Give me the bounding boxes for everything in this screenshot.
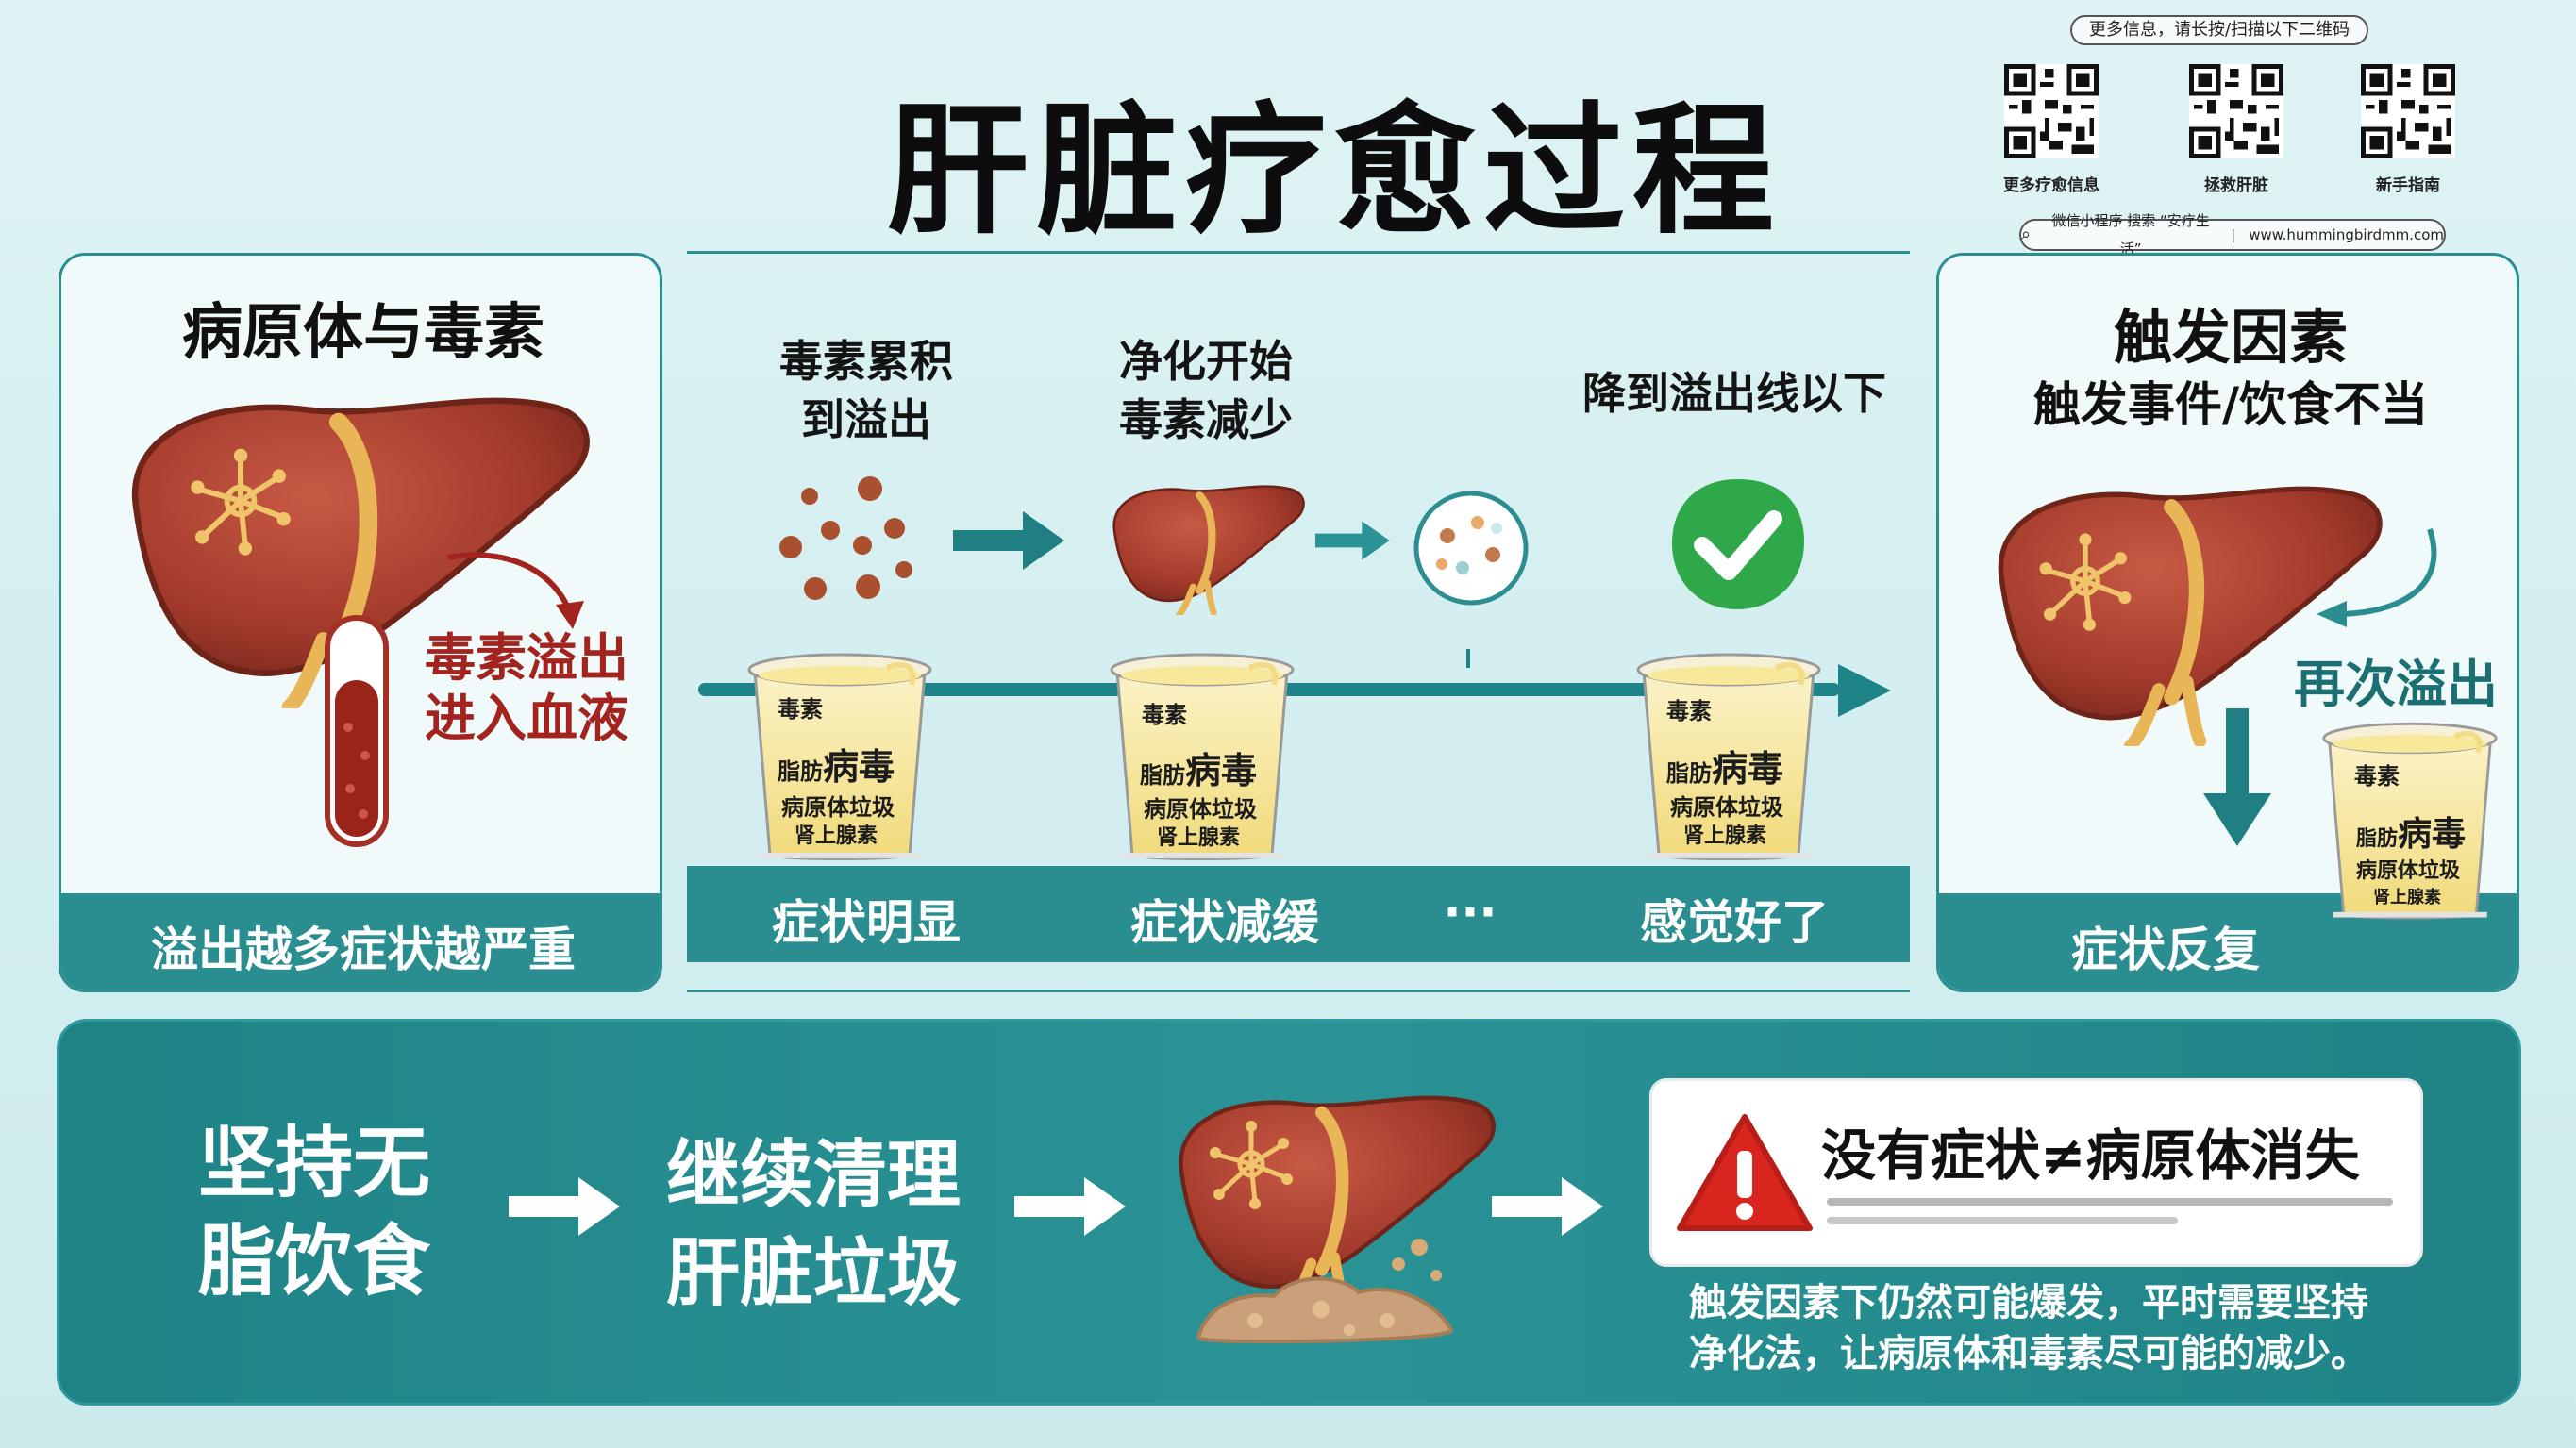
process-panel: 毒素累积 到溢出 净化开始 毒素减少 降到溢出线以下 毒素 脂肪病毒 [687, 251, 1910, 992]
liver-icon [1102, 474, 1310, 615]
footer-text: 感觉好了 [1640, 895, 1829, 950]
page-title: 肝脏疗愈过程 [887, 90, 1782, 254]
banner-note: 触发因素下仍然可能爆发，平时需要坚持 净化法，让病原体和毒素尽可能的减少。 [1689, 1281, 2368, 1375]
step-title: 降到溢出线以下 [1582, 368, 1886, 419]
toxin-cup: 毒素 脂肪病毒 病原体垃圾 肾上腺素 [1108, 647, 1296, 864]
qr-code-icon[interactable] [2004, 64, 2099, 158]
footer-text: 溢出越多症状越严重 [151, 923, 576, 977]
search-icon: ⌕ [2021, 225, 2032, 244]
blood-test-tube-icon [325, 615, 389, 847]
step-no-fat-diet: 坚持无 脂饮食 [198, 1119, 431, 1307]
step-clean-liver: 继续清理 肝脏垃圾 [666, 1133, 962, 1316]
warning-title: 没有症状≠病原体消失 [1821, 1123, 2360, 1188]
check-icon [1672, 479, 1804, 609]
arrow-head-icon [1838, 664, 1891, 717]
panel-subtitle: 触发事件/饮食不当 [2032, 377, 2429, 432]
website-url: www.hummingbirdmm.com [2249, 226, 2444, 243]
arrow-down-icon [2203, 708, 2271, 846]
pathogen-panel: 病原体与毒素 毒素溢出 进入血液 溢出越多症状越严重 [59, 253, 662, 992]
overflow-again-label: 再次溢出 [2294, 655, 2498, 714]
arrow-right-icon [504, 1173, 627, 1240]
warning-icon [1677, 1114, 1813, 1231]
toxin-cup: 毒素 脂肪病毒 病原体垃圾 肾上腺素 [2320, 716, 2500, 924]
qr-label: 新手指南 [2376, 176, 2440, 195]
toxin-particles-icon [779, 476, 912, 600]
bottom-rule [687, 990, 1910, 992]
toxin-cup: 毒素 脂肪病毒 病原体垃圾 肾上腺素 [745, 647, 934, 864]
curved-arrow-icon [2317, 528, 2437, 627]
ellipsis: ··· [1443, 885, 1497, 940]
reduced-toxins-icon [1413, 491, 1529, 606]
virus-icon [1204, 1117, 1298, 1211]
overflow-label: 毒素溢出 进入血液 [425, 628, 628, 748]
qr-label: 更多疗愈信息 [2003, 176, 2099, 195]
panel-footer: 溢出越多症状越严重 [61, 893, 660, 990]
virus-icon [184, 444, 297, 558]
toxin-cup: 毒素 脂肪病毒 病原体垃圾 肾上腺素 [1634, 647, 1823, 864]
step-title: 净化开始 毒素减少 [1119, 336, 1293, 445]
virus-icon [2033, 529, 2137, 633]
tick-mark [1466, 649, 1470, 668]
panel-title: 触发因素 [2113, 303, 2348, 372]
footer-text: 症状反复 [2071, 923, 2260, 977]
qr-header-pill: 更多信息，请长按/扫描以下二维码 [2070, 15, 2368, 45]
arrow-right-icon [953, 508, 1066, 574]
qr-code-icon[interactable] [2361, 64, 2455, 158]
search-pill[interactable]: ⌕ 微信小程序 搜索 “安疗生活” | www.hummingbirdmm.co… [2019, 212, 2446, 258]
arrow-right-icon [1487, 1173, 1610, 1240]
warning-fine-print [1827, 1190, 2393, 1228]
curved-arrow-icon [447, 552, 584, 629]
arrow-right-icon [1010, 1173, 1132, 1240]
qr-code-icon[interactable] [2189, 64, 2283, 158]
footer-text: 症状明显 [772, 895, 961, 950]
arrow-right-icon [1315, 517, 1391, 564]
panel-footer: 症状明显 症状减缓 ··· 感觉好了 [687, 866, 1910, 962]
qr-label: 拯救肝脏 [2204, 176, 2268, 195]
footer-text: 症状减缓 [1130, 895, 1319, 950]
top-rule [687, 251, 1910, 254]
panel-title: 病原体与毒素 [182, 298, 544, 368]
debris-pile-icon [1196, 1239, 1454, 1344]
divider: | [2231, 226, 2236, 243]
trigger-panel: 触发因素 触发事件/饮食不当 再次溢出 症状反复 毒素 脂肪病毒 病原体垃圾 肾… [1936, 253, 2519, 992]
step-title: 毒素累积 到溢出 [779, 336, 953, 445]
